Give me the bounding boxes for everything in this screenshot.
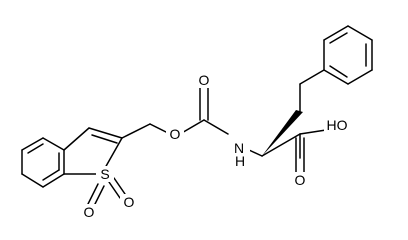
bond-layer: [21, 25, 373, 207]
bond: [261, 133, 301, 157]
atom-label-nitrogen: N: [234, 140, 244, 156]
bond: [42, 169, 60, 181]
bond: [329, 32, 348, 44]
bond: [21, 173, 44, 188]
atom-label-ester-o: O: [170, 126, 181, 142]
bond: [63, 127, 90, 151]
bond: [121, 123, 151, 139]
bond: [27, 143, 44, 154]
bond: [203, 119, 229, 135]
bond: [21, 137, 44, 151]
bond: [323, 69, 349, 85]
atom-label-sulfur: S: [100, 166, 109, 182]
bond: [323, 25, 349, 41]
bond: [91, 134, 118, 144]
bond: [108, 181, 121, 199]
bond: [329, 65, 348, 78]
bond: [113, 177, 126, 195]
bond: [87, 183, 99, 205]
bond: [347, 69, 373, 85]
bond: [88, 127, 123, 139]
atom-label-amide-h: H: [235, 153, 245, 169]
bond: [42, 137, 65, 151]
molecule-drawing: O O N H HO O S O O: [21, 25, 373, 220]
atom-label-sulfone-o-right: O: [124, 194, 135, 210]
bond: [104, 137, 123, 169]
bond: [248, 149, 263, 157]
structure-canvas: O O N H HO O S O O: [21, 25, 373, 220]
atom-label-hydroxyl: HO: [327, 117, 348, 133]
bond: [347, 25, 373, 41]
bond: [299, 69, 325, 85]
bond: [93, 185, 105, 207]
bond: [299, 129, 327, 135]
atom-label-sulfone-o-left: O: [84, 204, 95, 220]
bond: [42, 173, 65, 188]
atom-labels: O O N H HO O S O O: [80, 72, 350, 220]
atom-label-carbonyl-o: O: [199, 72, 210, 88]
wedge-bond: [262, 110, 303, 156]
atom-label-acid-carbonyl-o: O: [295, 172, 306, 188]
